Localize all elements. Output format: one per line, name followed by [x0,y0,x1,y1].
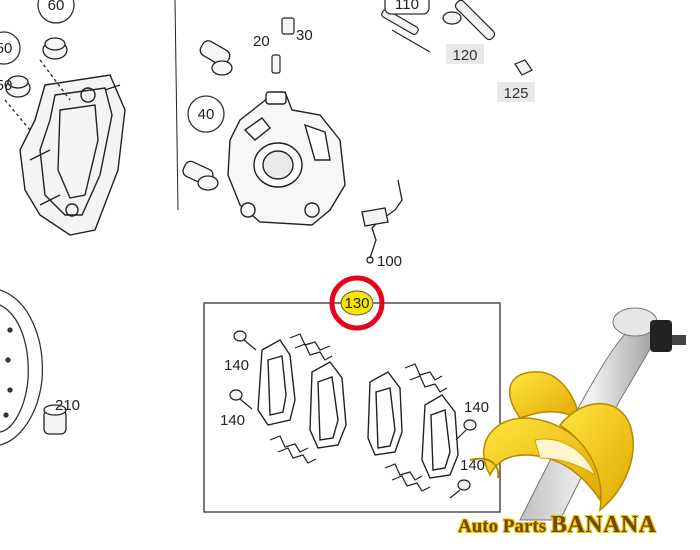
label-140-b: 140 [220,412,245,429]
caliper-bolts [174,0,233,211]
banana-icon [469,371,634,512]
brake-pads [257,339,459,479]
callout-50-a: 50 [0,31,21,65]
label-30: 30 [296,27,313,44]
bolt-110-parts [381,0,533,76]
svg-text:110: 110 [395,0,419,13]
callout-110: 110 [384,0,430,15]
callout-50-b: 50 [0,77,12,94]
svg-text:50: 50 [0,40,12,57]
caliper-carrier [19,74,126,236]
wear-sensor-wire [361,179,403,264]
brand-prefix: Auto Parts [458,516,551,537]
svg-text:130: 130 [344,295,369,312]
label-140-a: 140 [224,357,249,374]
nut-210 [43,404,67,435]
label-210: 210 [55,397,80,414]
pad-bolts [229,330,477,499]
svg-text:125: 125 [503,85,528,102]
caliper-housing [227,91,346,226]
pad-kit-box [203,302,501,513]
brand-name: BANANA [550,512,657,538]
svg-text:60: 60 [48,0,65,14]
brand-wordmark: Auto Parts BANANA [458,512,657,539]
callout-60: 60 [37,0,75,24]
label-120-box: 120 [446,44,484,64]
callout-40: 40 [187,95,225,133]
pad-clips [269,333,448,492]
label-125-box: 125 [497,82,535,102]
label-100: 100 [377,253,402,270]
callout-130-highlight: 130 [329,275,385,331]
svg-text:40: 40 [198,106,215,123]
svg-text:120: 120 [452,47,477,64]
svg-text:50: 50 [0,77,12,94]
brake-disc [0,289,44,446]
label-140-c: 140 [464,399,489,416]
bleeder-screw [271,17,295,74]
label-20: 20 [253,33,270,50]
label-140-d: 140 [460,457,485,474]
guide-pin-bolts [4,37,71,131]
